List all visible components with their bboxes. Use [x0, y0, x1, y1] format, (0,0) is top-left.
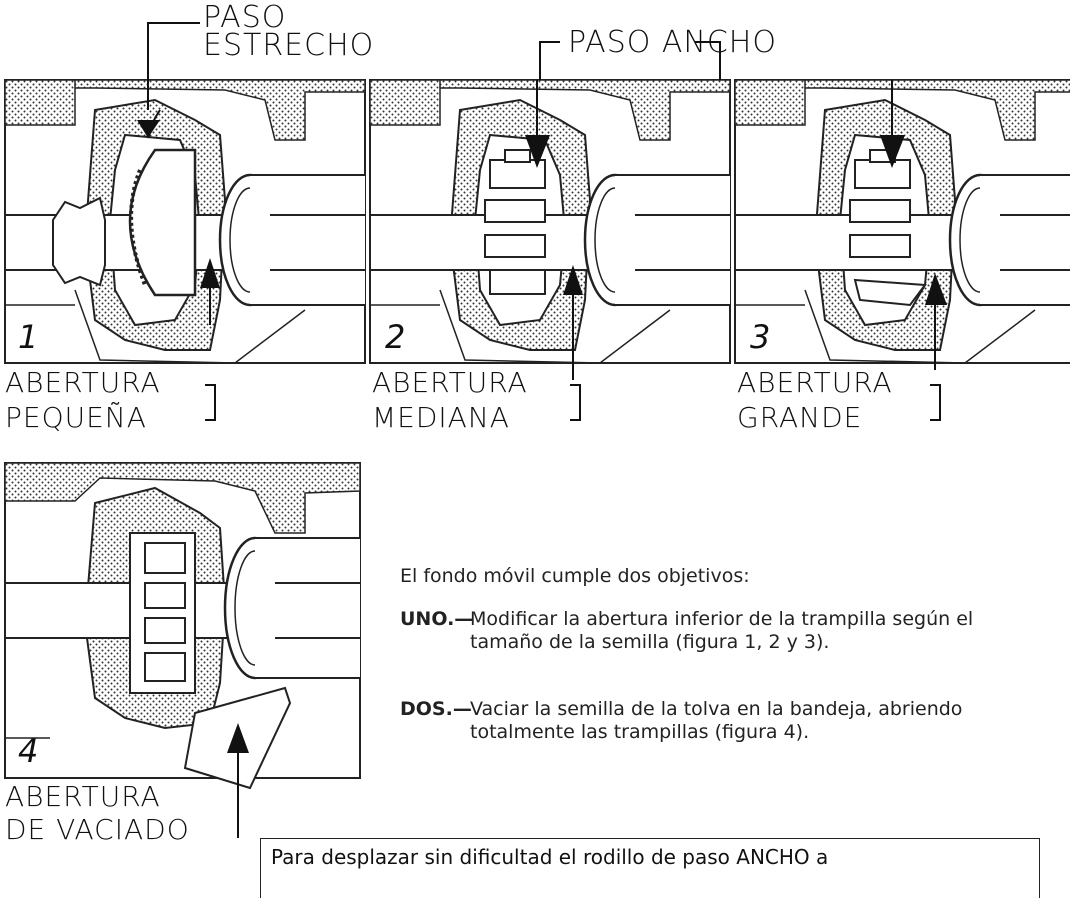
figure-2-panel — [368, 78, 732, 380]
figure-number-4: 4 — [18, 732, 39, 770]
label-fig4-vaciado: DE VACIADO — [5, 813, 190, 846]
label-fig2-mediana: MEDIANA — [372, 401, 510, 434]
note-box: Para desplazar sin dificultad el rodillo… — [260, 838, 1040, 898]
figure-number-1: 1 — [18, 318, 39, 356]
description-item-dos: DOS.— Vaciar la semilla de la tolva en l… — [400, 698, 1050, 778]
label-paso-line1: PASO — [203, 0, 287, 35]
description-item-uno: UNO.— Modificar la abertura inferior de … — [400, 608, 1050, 688]
label-fig3-abertura: ABERTURA — [737, 366, 893, 399]
label-fig2-abertura: ABERTURA — [372, 366, 528, 399]
figure-number-3: 3 — [750, 318, 771, 356]
label-fig1-abertura: ABERTURA — [5, 366, 161, 399]
label-paso-estrecho: ESTRECHO — [203, 28, 375, 63]
description-item-text: Modificar la abertura inferior de la tra… — [470, 608, 974, 653]
description-item-text: Vaciar la semilla de la tolva en la band… — [470, 698, 963, 743]
leader-lines — [147, 22, 941, 838]
label-fig4-abertura: ABERTURA — [5, 780, 161, 813]
figure-3-panel — [733, 78, 1070, 370]
label-fig1-pequena: PEQUEÑA — [5, 401, 147, 434]
note-text: Para desplazar sin dificultad el rodillo… — [271, 845, 829, 869]
description-item-key: UNO.— — [400, 608, 474, 630]
description-item-key: DOS.— — [400, 698, 472, 720]
description-intro: El fondo móvil cumple dos objetivos: — [400, 565, 750, 587]
label-paso-ancho: PASO ANCHO — [568, 25, 777, 60]
figure-1-panel — [3, 78, 367, 365]
figure-4-panel — [4, 462, 361, 808]
figure-number-2: 2 — [385, 318, 406, 356]
label-fig3-grande: GRANDE — [737, 401, 863, 434]
